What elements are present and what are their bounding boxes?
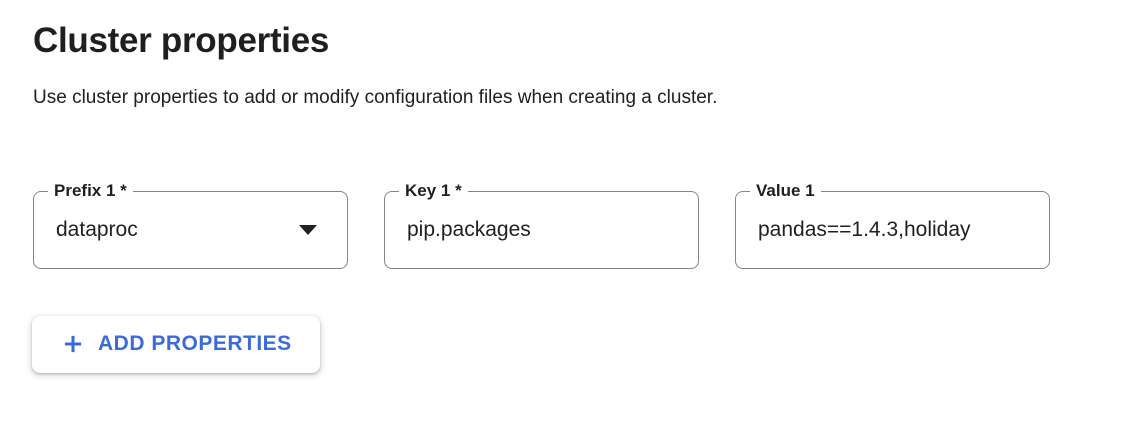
cluster-properties-section: Cluster properties Use cluster propertie… bbox=[32, 21, 1122, 373]
key-field: Key 1 * bbox=[384, 179, 699, 269]
property-fields-row: Prefix 1 * dataproc Key 1 * Value 1 bbox=[33, 179, 1122, 269]
key-label: Key 1 * bbox=[399, 179, 468, 202]
add-properties-label: ADD PROPERTIES bbox=[98, 332, 292, 356]
add-properties-button[interactable]: ADD PROPERTIES bbox=[32, 315, 320, 373]
dropdown-arrow-icon bbox=[299, 224, 317, 235]
value-input[interactable] bbox=[758, 217, 1033, 242]
prefix-label: Prefix 1 * bbox=[48, 179, 133, 202]
prefix-select[interactable]: Prefix 1 * dataproc bbox=[33, 179, 348, 269]
value-label: Value 1 bbox=[750, 179, 821, 202]
value-field: Value 1 bbox=[735, 179, 1050, 269]
key-input[interactable] bbox=[407, 217, 682, 242]
page-description: Use cluster properties to add or modify … bbox=[33, 87, 718, 108]
page-title: Cluster properties bbox=[33, 21, 330, 60]
plus-icon bbox=[60, 331, 86, 357]
prefix-selected-value: dataproc bbox=[56, 217, 138, 241]
